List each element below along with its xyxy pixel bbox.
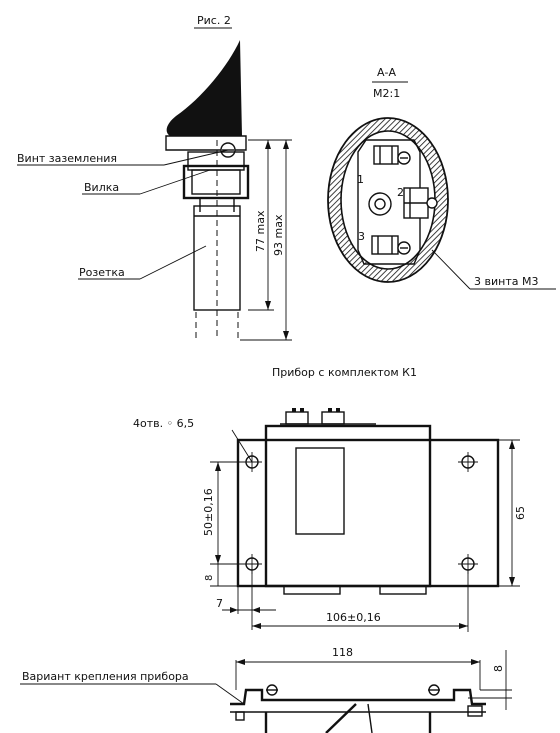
device-caption: Прибор с комплектом К1 [272, 366, 417, 379]
bracket-profile [230, 688, 486, 706]
plug-top [187, 151, 245, 171]
mounting-view: 118 8 Вариант крепления прибора [20, 646, 512, 733]
figure-caption-group: Рис. 2 [194, 14, 232, 29]
dim-77-max: 77 max [254, 210, 267, 252]
callout-holes: 4отв. ◦ 6,5 [133, 417, 194, 430]
dim-7: 7 [216, 597, 223, 610]
dim-93-max: 93 max [272, 214, 285, 256]
connector-cap [165, 135, 247, 151]
device-body [264, 424, 432, 588]
section-scale: М2:1 [373, 87, 400, 100]
plug-body [182, 164, 250, 200]
dim-8-flange: 8 [492, 665, 505, 672]
device-window [295, 447, 345, 535]
callout-ground-screw: Винт заземления [17, 152, 117, 165]
callout-plug: Вилка [84, 181, 119, 194]
pin-2 [403, 187, 438, 219]
device-view: Прибор с комплектом К1 [133, 366, 527, 632]
center-screw-inner [374, 198, 386, 210]
pin-3 [371, 235, 411, 255]
section-view: А-А М2:1 [327, 66, 556, 290]
dim-106: 106±0,16 [326, 611, 381, 624]
dim-50: 50±0,16 [202, 488, 215, 536]
callout-screws: 3 винта М3 [474, 275, 538, 288]
mounting-holes [242, 452, 478, 574]
pin-label-2: 2 [397, 186, 404, 199]
callout-socket: Розетка [79, 266, 125, 279]
connector-housing [166, 40, 242, 136]
dim-8-bottom: 8 [204, 575, 215, 581]
section-title: А-А [377, 66, 396, 79]
mounting-caption: Вариант крепления прибора [22, 670, 189, 683]
figure-caption: Рис. 2 [197, 14, 231, 27]
connector-side-view: Винт заземления Вилка Розетка 77 max 93 … [17, 40, 292, 341]
pin-1 [373, 145, 411, 165]
dim-65: 65 [514, 506, 527, 520]
pin-label-1: 1 [357, 173, 364, 186]
pin-label-3: 3 [358, 230, 365, 243]
dim-118: 118 [332, 646, 353, 659]
